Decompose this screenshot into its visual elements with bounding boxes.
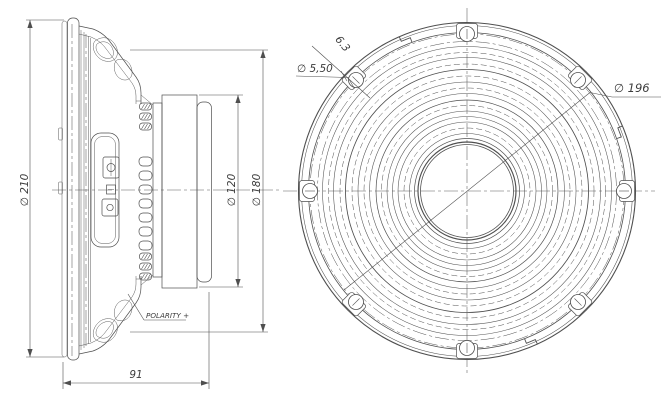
mounting-hole (568, 65, 593, 90)
dimension-magnet-diameter: ∅ 120 (199, 94, 243, 288)
mounting-hole (456, 23, 478, 42)
cone-section-line (140, 94, 154, 106)
magnet (161, 94, 198, 289)
mounting-hole (456, 340, 478, 359)
side-view: ∅ 210 ∅ 120 ∅ 180 91 (19, 17, 281, 389)
back-plate (196, 101, 212, 283)
dim-label-180: ∅ 180 (251, 173, 263, 206)
polarity-note: POLARITY + (127, 293, 189, 321)
polarity-label: POLARITY + (146, 311, 189, 320)
dimension-mounting-hole: ∅ 5,50 (295, 63, 350, 78)
dim-label-120: ∅ 120 (226, 173, 238, 206)
dim-label-91: 91 (129, 369, 142, 381)
flange-gasket (58, 17, 80, 361)
dimension-basket-diameter: ∅ 180 (130, 49, 268, 333)
gasket-notches (398, 36, 623, 345)
dimension-depth: 91 (62, 292, 210, 389)
mounting-hole (616, 180, 635, 202)
dim-label-196: ∅ 196 (614, 81, 650, 95)
mounting-hole (341, 292, 366, 317)
dimension-overall-diameter: ∅ 210 (19, 19, 64, 358)
dim-label-550: ∅ 5,50 (297, 63, 333, 75)
front-view: ∅ 196 ∅ 5,50 6.3 (283, 8, 661, 375)
mounting-hole (568, 292, 593, 317)
motor-assembly (152, 94, 212, 289)
basket-truss (78, 25, 154, 106)
dimension-bolt-circle: ∅ 196 (343, 81, 661, 291)
terminal-block (90, 132, 120, 248)
mounting-hole (299, 180, 318, 202)
mounting-hole (341, 65, 366, 90)
mounting-holes (299, 23, 635, 359)
basket-front-wall (80, 30, 91, 350)
vent-slots (138, 102, 153, 281)
basket-truss-mirror (78, 274, 154, 355)
dim-label-63: 6.3 (332, 34, 352, 55)
dim-label-210: ∅ 210 (19, 173, 31, 206)
